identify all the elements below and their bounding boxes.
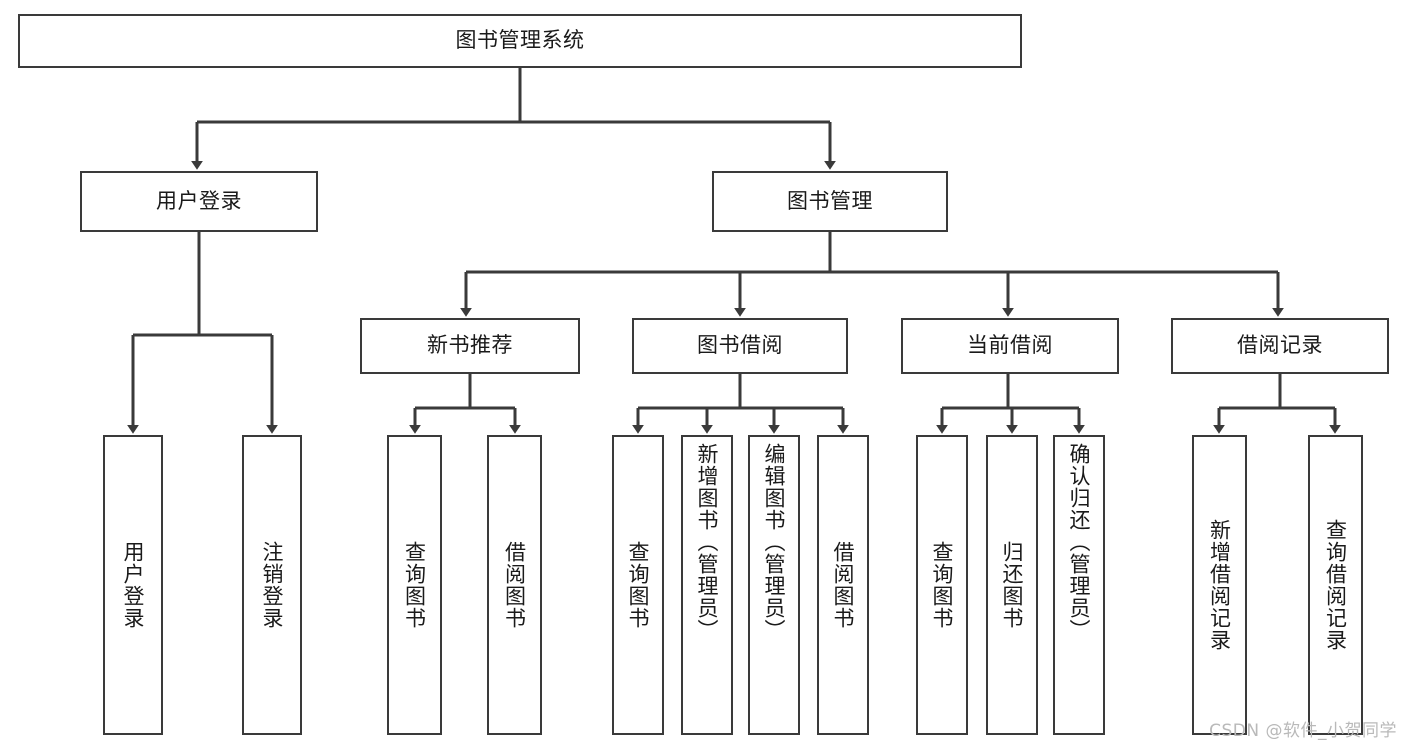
leaf-query-book-borrow-label: 查询图书	[626, 541, 651, 629]
leaf-borrow-book-recommend[interactable]: 借阅图书	[487, 435, 542, 735]
leaf-add-book-label: 新增图书（管理员）	[695, 443, 720, 641]
leaf-user-login[interactable]: 用户登录	[103, 435, 163, 735]
leaf-add-borrow-record[interactable]: 新增借阅记录	[1192, 435, 1247, 735]
node-user-login[interactable]: 用户登录	[80, 171, 318, 232]
node-current-borrow[interactable]: 当前借阅	[901, 318, 1119, 374]
leaf-query-book-recommend-label: 查询图书	[402, 541, 427, 629]
leaf-query-book-current-label: 查询图书	[930, 541, 955, 629]
csdn-watermark: CSDN @软件_小贺同学	[1209, 721, 1397, 741]
node-borrow-records[interactable]: 借阅记录	[1171, 318, 1389, 374]
leaf-logout-label: 注销登录	[260, 541, 285, 629]
node-book-management-label: 图书管理	[787, 188, 873, 213]
leaf-logout[interactable]: 注销登录	[242, 435, 302, 735]
leaf-query-book-current[interactable]: 查询图书	[916, 435, 968, 735]
leaf-confirm-return[interactable]: 确认归还（管理员）	[1053, 435, 1105, 735]
node-current-borrow-label: 当前借阅	[967, 333, 1053, 358]
leaf-edit-book[interactable]: 编辑图书（管理员）	[748, 435, 800, 735]
leaf-borrow-book-recommend-label: 借阅图书	[502, 541, 527, 629]
leaf-return-book-label: 归还图书	[1000, 541, 1025, 629]
node-book-borrow[interactable]: 图书借阅	[632, 318, 848, 374]
leaf-edit-book-label: 编辑图书（管理员）	[762, 443, 787, 641]
node-root-label: 图书管理系统	[455, 28, 585, 53]
node-new-book-recommend[interactable]: 新书推荐	[360, 318, 580, 374]
leaf-query-book-borrow[interactable]: 查询图书	[612, 435, 664, 735]
leaf-query-borrow-record-label: 查询借阅记录	[1323, 519, 1348, 651]
node-borrow-records-label: 借阅记录	[1237, 333, 1323, 358]
leaf-confirm-return-label: 确认归还（管理员）	[1067, 443, 1092, 641]
node-book-borrow-label: 图书借阅	[697, 333, 783, 358]
node-new-book-recommend-label: 新书推荐	[427, 333, 513, 358]
leaf-user-login-label: 用户登录	[121, 541, 146, 629]
node-book-management[interactable]: 图书管理	[712, 171, 948, 232]
node-user-login-label: 用户登录	[156, 188, 242, 213]
leaf-query-book-recommend[interactable]: 查询图书	[387, 435, 442, 735]
leaf-borrow-book-label: 借阅图书	[831, 541, 856, 629]
leaf-borrow-book[interactable]: 借阅图书	[817, 435, 869, 735]
leaf-query-borrow-record[interactable]: 查询借阅记录	[1308, 435, 1363, 735]
node-root[interactable]: 图书管理系统	[18, 14, 1022, 68]
leaf-add-book[interactable]: 新增图书（管理员）	[681, 435, 733, 735]
leaf-add-borrow-record-label: 新增借阅记录	[1207, 519, 1232, 651]
leaf-return-book[interactable]: 归还图书	[986, 435, 1038, 735]
